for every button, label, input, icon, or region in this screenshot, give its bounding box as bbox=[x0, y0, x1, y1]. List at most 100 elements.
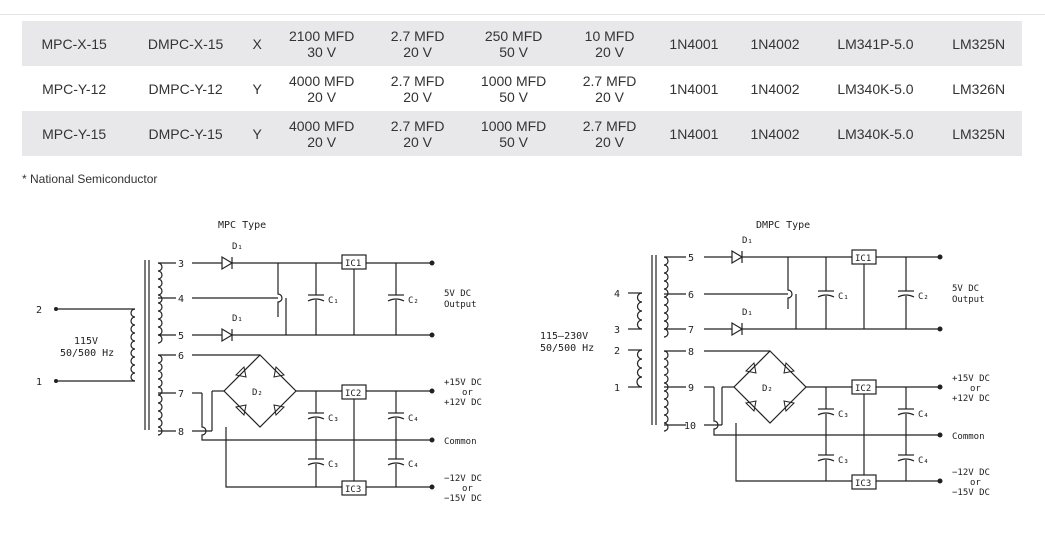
dmpc-c3-top: C₃ bbox=[838, 410, 849, 420]
mpc-pin-4: 4 bbox=[178, 294, 184, 305]
mpc-d1-top: D₁ bbox=[232, 242, 243, 252]
dmpc-c3-bottom: C₃ bbox=[838, 456, 849, 466]
table-cell: MPC-Y-15 bbox=[22, 111, 127, 156]
dmpc-pin-6: 6 bbox=[688, 290, 694, 301]
mpc-c3-top: C₃ bbox=[328, 414, 339, 424]
mpc-c1: C₁ bbox=[328, 296, 339, 306]
mpc-pin-6: 6 bbox=[178, 351, 184, 362]
table-cell: 1N4001 bbox=[653, 21, 735, 66]
table-cell: LM326N bbox=[935, 66, 1022, 111]
table-cell: Y bbox=[244, 111, 270, 156]
table-cell: 1N4002 bbox=[734, 111, 816, 156]
dmpc-pin-10: 10 bbox=[684, 421, 696, 432]
dmpc-input-voltage: 115–230V bbox=[540, 331, 588, 342]
mpc-input-freq: 50/500 Hz bbox=[60, 348, 114, 359]
dmpc-out-neg-or: or bbox=[970, 478, 981, 488]
table-cell: LM340K-5.0 bbox=[815, 111, 936, 156]
mpc-input-voltage: 115V bbox=[74, 336, 98, 347]
dmpc-pin-1: 1 bbox=[614, 383, 620, 394]
dmpc-out-pos-or: or bbox=[970, 384, 981, 394]
dmpc-pin-5: 5 bbox=[688, 253, 694, 264]
table-cell: LM325N bbox=[935, 111, 1022, 156]
dmpc-pin-4: 4 bbox=[614, 289, 620, 300]
table-cell: MPC-X-15 bbox=[22, 21, 127, 66]
dmpc-out-common: Common bbox=[952, 432, 985, 442]
mpc-out-pos-a: +15V DC bbox=[444, 378, 482, 388]
mpc-ic1: IC1 bbox=[345, 259, 361, 269]
table-cell: 1N4001 bbox=[653, 66, 735, 111]
mpc-title: MPC Type bbox=[218, 220, 266, 231]
table-cell: DMPC-Y-12 bbox=[126, 66, 245, 111]
mpc-out-neg-or: or bbox=[462, 484, 473, 494]
dmpc-pin-2: 2 bbox=[614, 346, 620, 357]
mpc-pin-8: 8 bbox=[178, 427, 184, 438]
table-cell: Y bbox=[244, 66, 270, 111]
mpc-c2: C₂ bbox=[408, 296, 419, 306]
mpc-pin-1: 1 bbox=[36, 377, 42, 388]
mpc-out-pos-b: +12V DC bbox=[444, 398, 482, 408]
dmpc-d1-top: D₁ bbox=[742, 236, 753, 246]
dmpc-d1-bottom: D₁ bbox=[742, 308, 753, 318]
footnote: * National Semiconductor bbox=[22, 172, 158, 186]
dmpc-ic1: IC1 bbox=[855, 254, 871, 264]
dmpc-out-pos-a: +15V DC bbox=[952, 374, 990, 384]
mpc-pin-5: 5 bbox=[178, 331, 184, 342]
dmpc-schematic: DMPC Type 4 3 2 1 115–230V 50/500 Hz 5 6… bbox=[540, 220, 990, 498]
mpc-out-5v-label: Output bbox=[444, 300, 477, 310]
table-cell: MPC-Y-12 bbox=[22, 66, 127, 111]
dmpc-c4-top: C₄ bbox=[918, 410, 929, 420]
dmpc-input-freq: 50/500 Hz bbox=[540, 343, 594, 354]
mpc-out-common: Common bbox=[444, 437, 477, 447]
mpc-pin-7: 7 bbox=[178, 389, 184, 400]
dmpc-d2: D₂ bbox=[762, 384, 773, 394]
mpc-out-neg-b: −15V DC bbox=[444, 494, 482, 504]
dmpc-pin-9: 9 bbox=[688, 383, 694, 394]
mpc-pin-2: 2 bbox=[36, 305, 42, 316]
dmpc-out-pos-b: +12V DC bbox=[952, 394, 990, 404]
mpc-c4-bottom: C₄ bbox=[408, 460, 419, 470]
dmpc-title: DMPC Type bbox=[756, 220, 810, 231]
dmpc-out-5v: 5V DC bbox=[952, 284, 979, 294]
mpc-ic3: IC3 bbox=[345, 485, 361, 495]
dmpc-out-5v-label: Output bbox=[952, 295, 985, 305]
dmpc-ic3: IC3 bbox=[855, 479, 871, 489]
table-cell: X bbox=[244, 21, 270, 66]
mpc-d2: D₂ bbox=[252, 388, 263, 398]
table-cell: LM341P-5.0 bbox=[815, 21, 936, 66]
dmpc-c1: C₁ bbox=[838, 292, 849, 302]
dmpc-c4-bottom: C₄ bbox=[918, 456, 929, 466]
mpc-out-5v: 5V DC bbox=[444, 289, 471, 299]
dmpc-ic2: IC2 bbox=[855, 384, 871, 394]
table-cell: 1N4001 bbox=[653, 111, 735, 156]
dmpc-pin-8: 8 bbox=[688, 347, 694, 358]
dmpc-c2: C₂ bbox=[918, 292, 929, 302]
mpc-d1-bottom: D₁ bbox=[232, 314, 243, 324]
dmpc-out-neg-a: −12V DC bbox=[952, 468, 990, 478]
table-cell: 1N4002 bbox=[734, 21, 816, 66]
dmpc-out-neg-b: −15V DC bbox=[952, 488, 990, 498]
mpc-out-neg-a: −12V DC bbox=[444, 474, 482, 484]
mpc-ic2: IC2 bbox=[345, 389, 361, 399]
mpc-c4-top: C₄ bbox=[408, 414, 419, 424]
table-cell: LM340K-5.0 bbox=[815, 66, 936, 111]
table-cell: 1N4002 bbox=[734, 66, 816, 111]
mpc-out-pos-or: or bbox=[462, 388, 473, 398]
table-cell: DMPC-Y-15 bbox=[126, 111, 245, 156]
top-divider bbox=[0, 14, 1045, 15]
mpc-c3-bottom: C₃ bbox=[328, 460, 339, 470]
